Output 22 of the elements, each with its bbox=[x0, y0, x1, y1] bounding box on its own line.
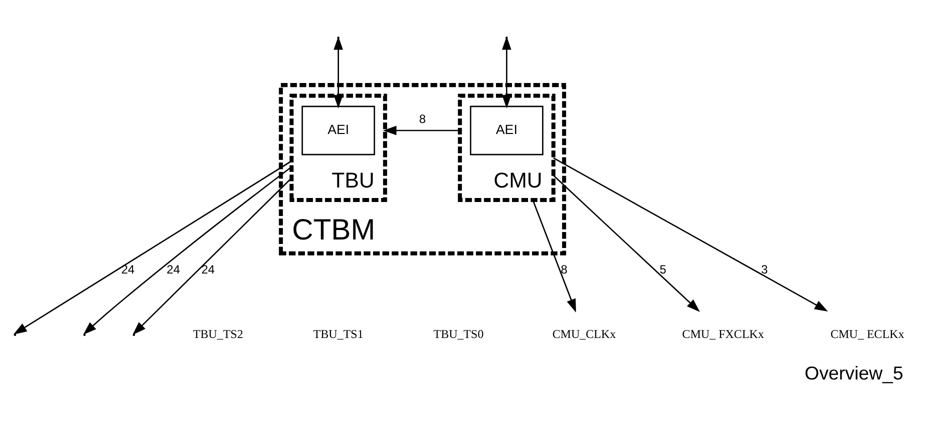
caption: Overview_5 bbox=[804, 362, 904, 383]
arrow bbox=[383, 125, 460, 135]
node-text: CMU_ ECLKx bbox=[830, 326, 904, 340]
arrow bbox=[83, 166, 292, 334]
edge-label: 8 bbox=[560, 262, 568, 276]
arrow bbox=[13, 160, 292, 334]
node-box: AEI bbox=[470, 105, 544, 155]
label: TBU_TS2 bbox=[193, 326, 244, 340]
arrow bbox=[553, 156, 828, 312]
label: TBU_TS1 bbox=[313, 326, 364, 340]
arrow bbox=[552, 174, 700, 312]
edge-label: 3 bbox=[761, 262, 768, 276]
node-text: CMU_CLKx bbox=[552, 326, 616, 340]
node-box: AEI bbox=[302, 105, 376, 155]
arrow bbox=[132, 176, 292, 334]
edge-label: 24 bbox=[166, 262, 180, 276]
label: TBU_TS0 bbox=[434, 326, 484, 340]
node-text: CMU_ FXCLKx bbox=[682, 326, 764, 340]
arrow bbox=[532, 199, 576, 312]
edge-label: 8 bbox=[419, 111, 426, 126]
edge-label: 5 bbox=[660, 262, 666, 276]
edge-label: 24 bbox=[201, 262, 215, 276]
